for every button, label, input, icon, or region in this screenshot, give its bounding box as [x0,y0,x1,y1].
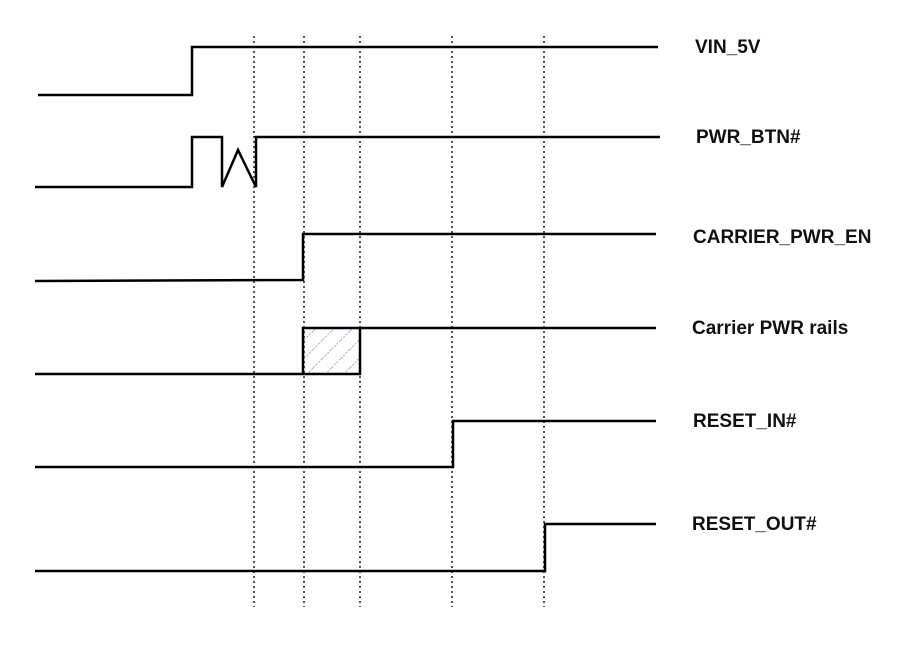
signal-traces [34,45,660,573]
trace-vin-5v [38,45,658,97]
signal-label-pwr-btn: PWR_BTN# [696,127,801,148]
trace-reset-out [35,522,656,573]
signal-label-vin-5v: VIN_5V [695,37,761,58]
signal-label-carrier-pwr-rails: Carrier PWR rails [692,318,849,339]
trace-pwr-btn [35,135,660,189]
trace-carrier-pwr-en [34,232,656,283]
signal-label-carrier-pwr-en: CARRIER_PWR_EN [693,227,872,248]
time-markers [253,36,545,607]
signal-label-reset-in: RESET_IN# [693,411,797,432]
trace-reset-in [35,419,656,469]
signal-label-reset-out: RESET_OUT# [692,514,817,535]
trace-carrier-pwr-rails [35,326,362,376]
carrier-pwr-rails-ramp-region [303,328,360,374]
